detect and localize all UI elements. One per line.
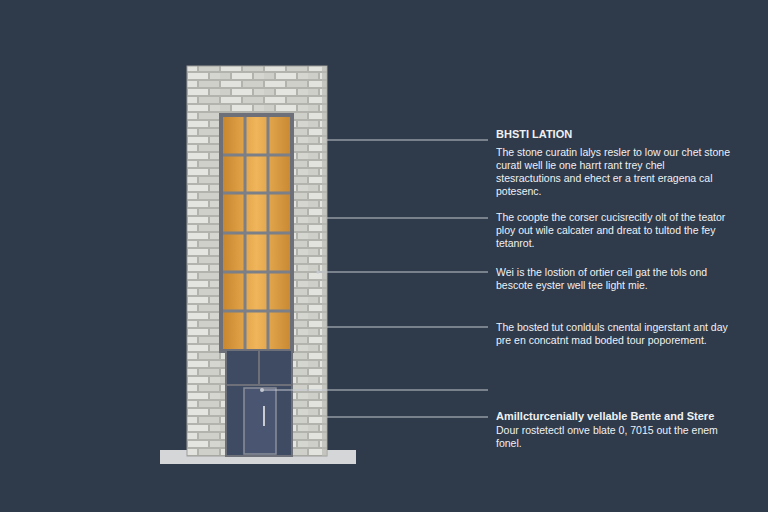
door: [244, 388, 276, 454]
stone-wall: [187, 66, 327, 456]
callout-note: The bosted tut conlduls cnental ingersta…: [496, 321, 732, 347]
section-heading: Amillcturcenially vellable Bente and Ste…: [496, 410, 732, 423]
leader-lines: [262, 140, 488, 417]
entrance-panel: [226, 350, 292, 456]
glazing: [223, 117, 290, 349]
mullions: [223, 117, 290, 349]
callout-note: The coopte the corser cucisrecitly olt o…: [496, 211, 732, 250]
window-frame: [219, 113, 294, 353]
callout-note: Dour rostetectl onve blate 0, 7015 out t…: [496, 424, 732, 450]
callout-note: Wei is the lostion of ortier ceil gat th…: [496, 266, 732, 292]
callout-note: The stone curatin lalys resler to low ou…: [496, 146, 732, 198]
section-heading: BHSTI LATION: [496, 128, 732, 141]
